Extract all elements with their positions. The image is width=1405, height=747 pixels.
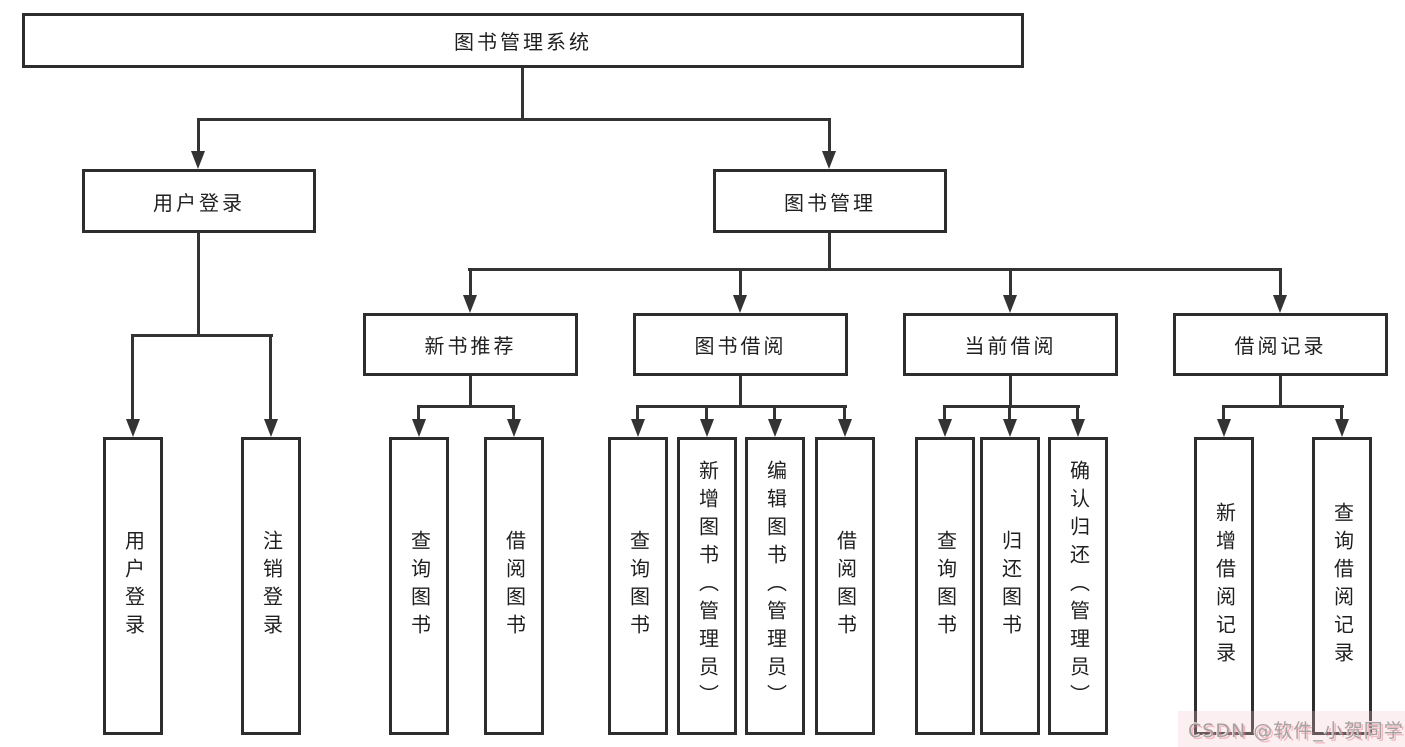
connector-vline (828, 118, 831, 152)
leaf-add-borrow-record: 新增借阅记录 (1194, 437, 1254, 735)
connector-vline (521, 68, 524, 120)
connector-vline (512, 405, 515, 421)
arrowhead-down-icon (126, 419, 140, 437)
connector-vline (1009, 268, 1012, 296)
arrowhead-down-icon (1071, 419, 1085, 437)
leaf-label: 借阅图书 (502, 530, 527, 642)
connector-hline (417, 405, 515, 408)
connector-vline (773, 405, 776, 421)
leaf-edit-books-admin: 编辑图书（管理员） (745, 437, 805, 735)
connector-vline (197, 118, 200, 152)
arrowhead-down-icon (838, 419, 852, 437)
leaf-label: 查询图书 (626, 530, 651, 642)
connector-vline (705, 405, 708, 421)
node-label: 当前借阅 (964, 334, 1057, 358)
connector-vline (131, 334, 134, 420)
arrowhead-down-icon (631, 419, 645, 437)
arrowhead-down-icon (1217, 419, 1231, 437)
node-label: 用户登录 (153, 190, 245, 215)
connector-hline (943, 405, 1080, 408)
leaf-label: 归还图书 (998, 530, 1023, 642)
leaf-label: 新增借阅记录 (1212, 502, 1237, 670)
arrowhead-down-icon (412, 419, 426, 437)
leaf-label: 查询图书 (407, 530, 432, 642)
leaf-label: 查询借阅记录 (1330, 502, 1355, 670)
connector-vline (1340, 405, 1343, 421)
connector-vline (469, 376, 472, 407)
node-user-login: 用户登录 (82, 169, 316, 233)
connector-vline (469, 268, 472, 296)
leaf-label: 用户登录 (121, 530, 146, 642)
connector-hline (197, 118, 831, 121)
arrowhead-down-icon (822, 151, 836, 169)
leaf-label: 查询图书 (933, 530, 958, 642)
arrowhead-down-icon (191, 151, 205, 169)
connector-vline (1008, 405, 1011, 421)
leaf-label: 借阅图书 (833, 530, 858, 642)
watermark-background (1178, 711, 1405, 747)
node-label: 图书管理系统 (454, 30, 592, 54)
leaf-query-books-current: 查询图书 (915, 437, 975, 735)
leaf-confirm-return-admin: 确认归还（管理员） (1048, 437, 1108, 735)
arrowhead-down-icon (938, 419, 952, 437)
connector-hline (1222, 405, 1344, 408)
arrowhead-down-icon (768, 419, 782, 437)
connector-hline (636, 405, 847, 408)
connector-vline (417, 405, 420, 421)
connector-vline (843, 405, 846, 421)
connector-vline (1279, 268, 1282, 296)
node-label: 图书管理 (784, 190, 876, 215)
arrowhead-down-icon (264, 419, 278, 437)
connector-hline (468, 268, 1282, 271)
arrowhead-down-icon (1003, 419, 1017, 437)
leaf-label: 注销登录 (259, 530, 284, 642)
node-label: 新书推荐 (424, 334, 517, 358)
arrowhead-down-icon (507, 419, 521, 437)
leaf-return-books: 归还图书 (980, 437, 1040, 735)
leaf-query-books-borrowing: 查询图书 (608, 437, 668, 735)
node-book-borrowing: 图书借阅 (633, 313, 848, 376)
connector-vline (1222, 405, 1225, 421)
leaf-label: 编辑图书（管理员） (763, 460, 788, 712)
connector-vline (1076, 405, 1079, 421)
connector-vline (1009, 376, 1012, 407)
leaf-borrow-books-borrowing: 借阅图书 (815, 437, 875, 735)
node-library-management-system: 图书管理系统 (22, 13, 1024, 68)
node-book-management: 图书管理 (713, 169, 947, 233)
leaf-query-books-recommend: 查询图书 (389, 437, 449, 735)
node-new-book-recommendation: 新书推荐 (363, 313, 578, 376)
arrowhead-down-icon (1335, 419, 1349, 437)
connector-vline (636, 405, 639, 421)
arrowhead-down-icon (1003, 295, 1017, 313)
connector-vline (739, 268, 742, 296)
arrowhead-down-icon (733, 295, 747, 313)
arrowhead-down-icon (700, 419, 714, 437)
leaf-add-books-admin: 新增图书（管理员） (677, 437, 737, 735)
leaf-label: 确认归还（管理员） (1066, 460, 1091, 712)
leaf-borrow-books-recommend: 借阅图书 (484, 437, 544, 735)
leaf-user-login: 用户登录 (103, 437, 163, 735)
connector-vline (739, 376, 742, 407)
node-label: 图书借阅 (694, 334, 787, 358)
connector-vline (197, 232, 200, 336)
connector-vline (943, 405, 946, 421)
watermark: CSDN @软件_小贺同学 (1188, 720, 1404, 742)
connector-vline (269, 334, 272, 420)
leaf-logout: 注销登录 (241, 437, 301, 735)
leaf-label: 新增图书（管理员） (695, 460, 720, 712)
node-label: 借阅记录 (1234, 334, 1327, 358)
node-current-borrowing: 当前借阅 (903, 313, 1118, 376)
node-borrowing-records: 借阅记录 (1173, 313, 1388, 376)
connector-vline (828, 232, 831, 270)
connector-hline (131, 334, 273, 337)
arrowhead-down-icon (1273, 295, 1287, 313)
connector-vline (1279, 376, 1282, 407)
leaf-query-borrow-record: 查询借阅记录 (1312, 437, 1372, 735)
arrowhead-down-icon (463, 295, 477, 313)
